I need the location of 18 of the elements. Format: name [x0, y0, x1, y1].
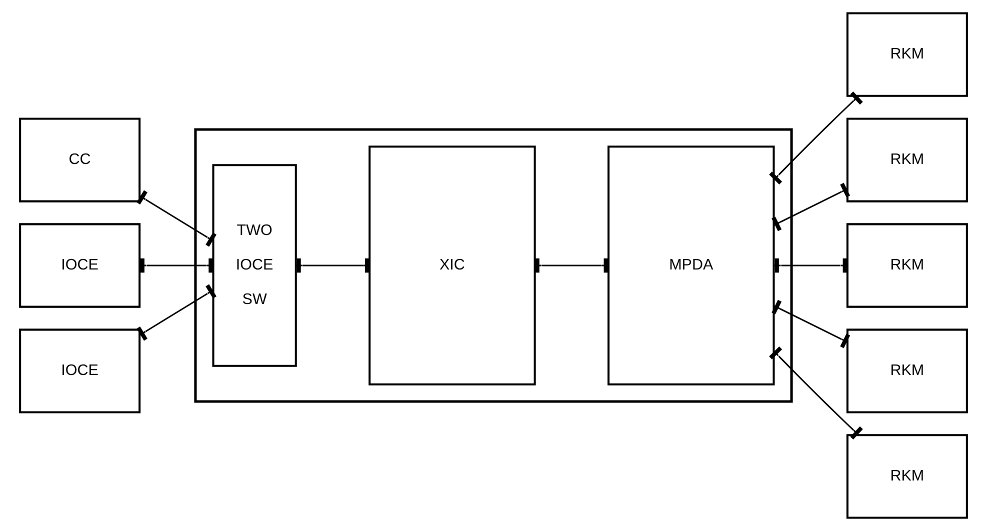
- connector: [136, 190, 216, 247]
- node-box: CC: [19, 118, 141, 202]
- node-box: RKM: [846, 434, 968, 519]
- node-box: RKM: [846, 118, 968, 202]
- node-box: RKM: [846, 12, 968, 97]
- node-box: RKM: [846, 328, 968, 414]
- node-box: MPDA: [608, 146, 775, 386]
- connector: [769, 346, 863, 440]
- node-box: TWO IOCE SW: [212, 164, 297, 367]
- node-box: IOCE: [19, 223, 141, 308]
- node-box: XIC: [368, 146, 536, 386]
- node-box: RKM: [846, 223, 968, 308]
- connector: [769, 91, 863, 185]
- cluster: [194, 128, 793, 403]
- connector: [772, 300, 850, 348]
- connector: [136, 284, 216, 341]
- node-box: IOCE: [19, 328, 141, 414]
- connector: [772, 182, 850, 232]
